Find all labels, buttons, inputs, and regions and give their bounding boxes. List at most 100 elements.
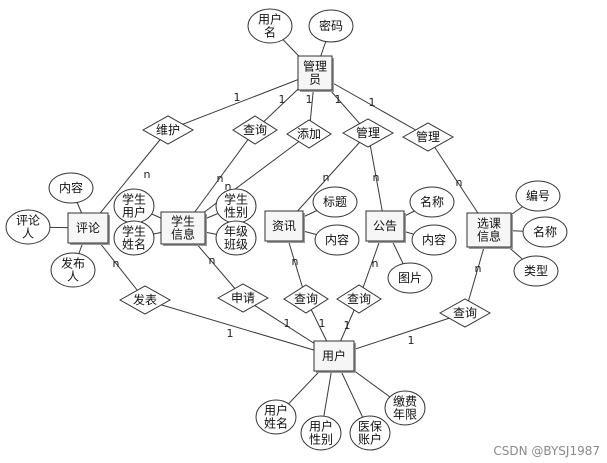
news_title-ellipse bbox=[312, 186, 358, 218]
entity-notice: 公告 bbox=[365, 210, 406, 243]
relationship-apply: 申请 bbox=[216, 283, 270, 313]
news-label: 资讯 bbox=[272, 219, 296, 233]
query_b-diamond bbox=[283, 284, 329, 314]
apply-diamond bbox=[216, 283, 270, 313]
notice_name-label: 名称 bbox=[420, 194, 444, 209]
apply-label: 申请 bbox=[231, 291, 255, 305]
edge-admin-maintain bbox=[167, 72, 316, 131]
news_content-label: 内容 bbox=[325, 232, 349, 247]
manage_a-diamond bbox=[341, 118, 395, 148]
stu_grade-label-line2: 班级 bbox=[224, 238, 248, 252]
attribute-admin_pass: 密码 bbox=[308, 9, 354, 43]
stu_username-label-line1: 学生 bbox=[122, 192, 146, 207]
review-label: 评论 bbox=[76, 221, 100, 235]
cardinality-admin-query_a: 1 bbox=[279, 93, 286, 106]
attribute-news_content: 内容 bbox=[314, 224, 360, 256]
query_d-label: 查询 bbox=[453, 306, 477, 320]
cardinality-manage_b-course: n bbox=[456, 176, 463, 189]
cardinality-publish-user: 1 bbox=[227, 327, 234, 340]
relationship-query_b: 查询 bbox=[283, 284, 329, 314]
maintain-label: 维护 bbox=[156, 123, 180, 137]
add-label: 添加 bbox=[297, 127, 321, 141]
stu_name-label-line1: 学生 bbox=[122, 224, 146, 239]
relationship-query_a: 查询 bbox=[232, 115, 278, 145]
review_commenter-label-line1: 评论 bbox=[16, 214, 40, 228]
cardinality-admin-add: 1 bbox=[306, 93, 313, 106]
course_no-ellipse bbox=[515, 180, 561, 212]
stu_grade-label-line1: 年级 bbox=[224, 225, 248, 239]
relationship-query_c: 查询 bbox=[336, 284, 382, 314]
edge-maintain-review bbox=[87, 129, 169, 229]
relationship-add: 添加 bbox=[286, 119, 332, 149]
notice_image-label: 图片 bbox=[398, 271, 422, 285]
attribute-review_publisher: 发布人 bbox=[50, 252, 96, 288]
shapes: 管理员评论学生信息资讯公告选课信息用户维护查询添加管理管理发表申请查询查询查询用… bbox=[5, 8, 568, 451]
maintain-diamond bbox=[141, 115, 195, 145]
admin_pass-ellipse bbox=[308, 9, 354, 43]
user_insurance-ellipse bbox=[349, 415, 391, 451]
review_publisher-ellipse bbox=[50, 252, 96, 288]
user-label: 用户 bbox=[322, 348, 346, 363]
news-box bbox=[264, 210, 304, 242]
review_commenter-ellipse bbox=[5, 209, 51, 245]
notice-label: 公告 bbox=[373, 219, 397, 233]
relationship-publish: 发表 bbox=[118, 285, 172, 315]
notice_image-ellipse bbox=[387, 262, 433, 294]
stu_name-ellipse bbox=[113, 220, 155, 256]
entity-news: 资讯 bbox=[264, 210, 305, 243]
course-label-line1: 选课 bbox=[477, 217, 501, 231]
cardinality-admin-manage_b: 1 bbox=[369, 96, 376, 109]
user_insurance-label-line1: 医保 bbox=[358, 420, 382, 434]
course_type-label: 类型 bbox=[524, 264, 548, 278]
review_publisher-label-line1: 发布 bbox=[61, 256, 85, 271]
admin_pass-label: 密码 bbox=[319, 18, 343, 33]
watermark: CSDN @BYSJ1987 bbox=[493, 444, 600, 458]
publish-diamond bbox=[118, 285, 172, 315]
admin-label-line2: 员 bbox=[309, 73, 321, 87]
relationship-manage_b: 管理 bbox=[401, 122, 455, 152]
course-box bbox=[466, 212, 512, 248]
user_name-ellipse bbox=[255, 399, 297, 435]
cardinality-query_a-studentinfo: n bbox=[217, 172, 224, 185]
review-box bbox=[67, 212, 109, 244]
admin_user-ellipse bbox=[247, 8, 293, 44]
attribute-admin_user: 用户名 bbox=[247, 8, 293, 44]
relationship-maintain: 维护 bbox=[141, 115, 195, 145]
cardinality-admin-manage_a: 1 bbox=[335, 93, 342, 106]
attribute-review_commenter: 评论人 bbox=[5, 209, 51, 245]
user_name-label-line2: 姓名 bbox=[264, 416, 288, 431]
review_content-label: 内容 bbox=[59, 180, 83, 195]
stu_grade-ellipse bbox=[215, 220, 257, 256]
review_commenter-label-line2: 人 bbox=[22, 227, 34, 241]
stu_username-label-line2: 用户 bbox=[122, 205, 146, 220]
stu_name-label-line2: 姓名 bbox=[122, 237, 146, 252]
manage_b-label: 管理 bbox=[416, 129, 440, 144]
attribute-news_title: 标题 bbox=[312, 186, 358, 218]
user_insurance-label-line2: 账户 bbox=[358, 432, 382, 447]
entity-admin: 管理员 bbox=[297, 55, 334, 92]
cardinality-apply-user: 1 bbox=[284, 317, 291, 330]
query_c-label: 查询 bbox=[347, 292, 371, 306]
query_a-label: 查询 bbox=[243, 123, 267, 137]
user_gender-label-line1: 用户 bbox=[309, 419, 333, 434]
user-box bbox=[313, 340, 355, 372]
review_publisher-label-line2: 人 bbox=[67, 270, 79, 284]
course_no-label: 编号 bbox=[526, 188, 550, 203]
cardinality-admin-maintain: 1 bbox=[234, 91, 241, 104]
edge-publish-user bbox=[144, 299, 335, 357]
cardinality-studentinfo-apply: n bbox=[209, 254, 216, 267]
attribute-notice_name: 名称 bbox=[409, 186, 455, 218]
admin_user-label-line1: 用户 bbox=[258, 12, 282, 27]
cardinality-maintain-review: n bbox=[144, 168, 151, 181]
publish-label: 发表 bbox=[133, 292, 157, 307]
